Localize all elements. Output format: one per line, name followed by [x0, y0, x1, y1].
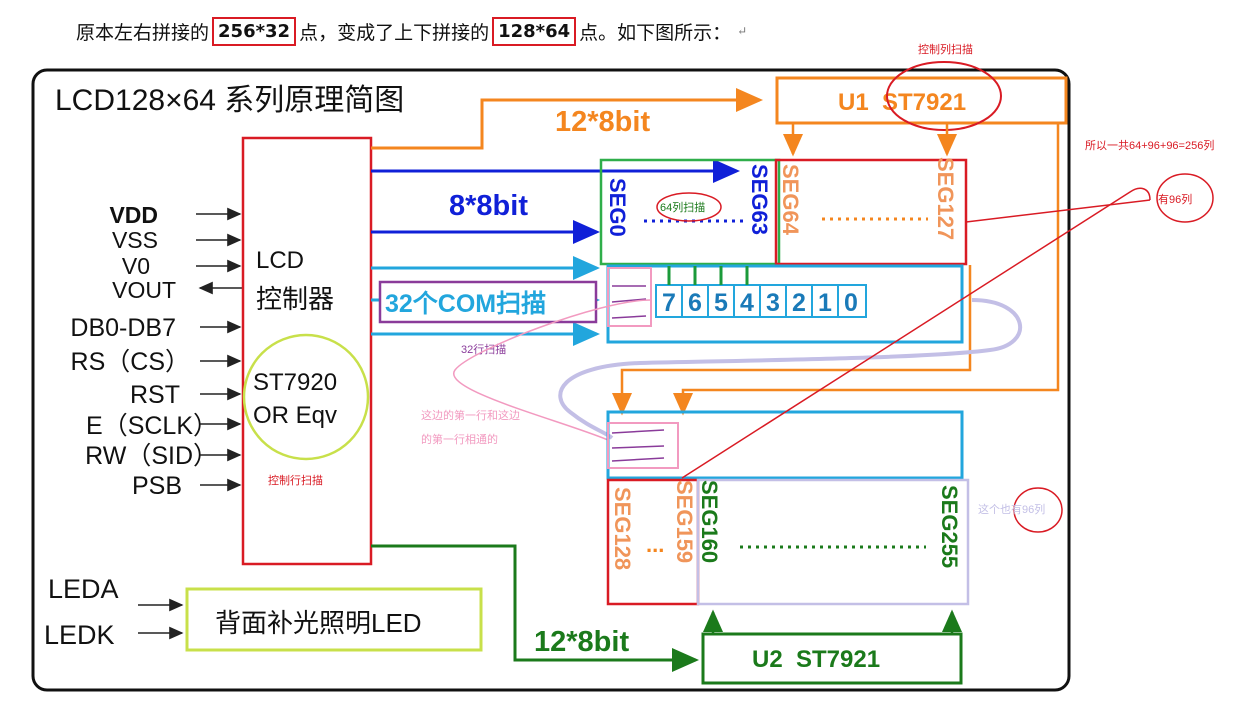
seg64-127-box	[774, 158, 968, 266]
bus-mid-lines	[371, 159, 740, 244]
diagram-frame	[31, 68, 1071, 692]
pin-rw: RW（SID）	[85, 442, 218, 470]
com-digit-3: 3	[766, 289, 780, 317]
bus-top-label: 12*8bit	[555, 106, 650, 138]
note-total-columns: 所以一共64+96+96=256列	[1085, 138, 1214, 152]
first-row-strokes-top	[611, 285, 647, 319]
bus-bottom-label: 12*8bit	[534, 626, 629, 658]
com-scan-label-box	[378, 280, 598, 324]
com-digit-0: 0	[844, 289, 858, 317]
u1-seg-arrows	[612, 123, 1060, 416]
pin-arrows	[196, 207, 242, 492]
pin-psb: PSB	[132, 472, 182, 500]
bus-top-line	[371, 88, 763, 150]
pin-labels: VDD VSS V0 VOUT DB0-DB7 RS（CS） RST E（SCL…	[70, 202, 218, 500]
seg0-63-box	[599, 158, 781, 266]
controller-label-cn: 控制器	[256, 284, 334, 314]
first-row-box-bottom	[607, 422, 679, 469]
seg64-label: SEG64	[778, 164, 803, 236]
u2-chip-label: U2 ST7921	[752, 646, 880, 673]
seg255-label: SEG255	[937, 485, 962, 568]
note-connect-line2: 的第一行相通的	[421, 432, 498, 446]
note-row-scan: 控制行扫描	[268, 473, 323, 487]
u2-chip-box	[701, 632, 963, 685]
diagram-title: LCD128×64 系列原理简图	[55, 84, 404, 117]
intro-value-128x64: 128*64	[492, 16, 577, 46]
pin-vdd: VDD	[109, 202, 158, 228]
seg159-label: SEG159	[672, 480, 697, 563]
seg0-label: SEG0	[605, 178, 630, 237]
pin-vout: VOUT	[112, 277, 176, 303]
com-digit-cells: 7 6 5 4 3 2 1 0	[655, 266, 867, 318]
seg160-label: SEG160	[697, 480, 722, 563]
st7920-highlight-circle	[242, 333, 370, 461]
note-connect-line1: 这边的第一行和这边	[421, 408, 520, 422]
com-digit-2: 2	[792, 289, 806, 317]
seg128-159-dots: ...	[646, 532, 664, 557]
pin-rs: RS（CS）	[71, 348, 190, 376]
controller-chip-st7920: ST7920	[253, 369, 337, 396]
intro-text-1: 原本左右拼接的	[76, 21, 210, 44]
led-box-label: 背面补光照明LED	[215, 608, 422, 638]
pin-e: E（SCLK）	[86, 412, 218, 440]
lavender-loop	[558, 298, 1023, 440]
seg160-255-box	[696, 478, 970, 606]
controller-chip-eqv: OR Eqv	[253, 402, 337, 429]
bus-bottom-line	[371, 544, 699, 672]
intro-value-256x32: 256*32	[212, 16, 297, 46]
note-96a-circle	[1156, 173, 1214, 223]
led-arrows	[138, 598, 184, 640]
u2-seg-arrows	[703, 609, 962, 634]
intro-text-2: 点，变成了上下拼接的	[299, 21, 490, 44]
pin-leda: LEDA	[48, 574, 119, 604]
com-scan-label: 32个COM扫描	[385, 290, 546, 318]
pin-v0: V0	[122, 253, 150, 279]
red-annotation-lines	[681, 187, 1151, 479]
u1-chip-box	[775, 76, 1068, 125]
pin-db: DB0-DB7	[70, 314, 176, 342]
u1-chip-label: U1 ST7921	[838, 89, 966, 116]
first-row-strokes-bottom	[611, 429, 665, 462]
lcd-controller-box	[241, 136, 373, 566]
intro-text-3: 点。如下图所示：	[579, 21, 732, 44]
first-row-box-top	[607, 267, 652, 327]
note-col-scan: 控制列扫描	[918, 42, 973, 56]
seg64scan-ellipse	[656, 192, 722, 222]
note-96b: 这个也有96列	[978, 502, 1045, 516]
note-96a: 有96列	[1158, 192, 1192, 206]
controller-label-lcd: LCD	[256, 247, 304, 274]
u1-highlight-ellipse	[886, 61, 1002, 131]
note-96b-circle	[1013, 487, 1063, 533]
pin-vss: VSS	[112, 227, 158, 253]
com-digit-5: 5	[714, 289, 728, 317]
led-box	[185, 587, 483, 652]
pin-ledk: LEDK	[44, 620, 115, 650]
bus-mid-label: 8*8bit	[449, 190, 528, 222]
seg128-label: SEG128	[610, 487, 635, 570]
note-64-scan: 64列扫描	[660, 200, 705, 214]
com-digit-7: 7	[662, 289, 676, 317]
seg127-label: SEG127	[933, 157, 958, 240]
seg63-label: SEG63	[747, 164, 772, 235]
pin-rst: RST	[130, 381, 180, 409]
return-mark: ↵	[737, 24, 748, 38]
com-digit-1: 1	[818, 289, 832, 317]
com-digit-4: 4	[740, 289, 754, 317]
pink-connector	[452, 299, 651, 441]
com-digit-6: 6	[688, 289, 702, 317]
intro-sentence: 原本左右拼接的 256*32 点，变成了上下拼接的 128*64 点。如下图所示…	[76, 14, 747, 48]
